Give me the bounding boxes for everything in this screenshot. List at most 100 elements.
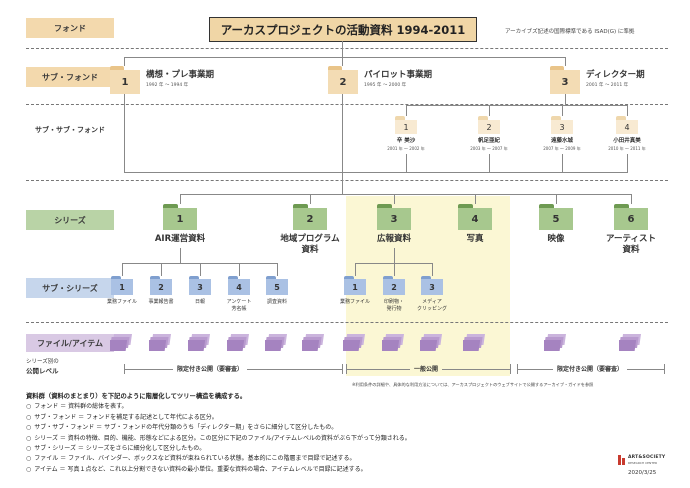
folder-tab: [328, 66, 342, 71]
folder-number: 1: [395, 120, 417, 134]
folder-number: 5: [266, 279, 288, 295]
note-text: サブ・サブ・フォンド ＝ サブ・フォンドの年代分類のうち「ディレクター期」をさら…: [34, 424, 338, 432]
notes-block: 資料群（資料のまとまり）を下記のように階層化してツリー構造を構成する。 ○フォン…: [26, 392, 411, 475]
level-label-public: シリーズ別の 公開レベル: [26, 358, 59, 376]
bullet-icon: ○: [26, 455, 32, 463]
folder-tab: [395, 116, 405, 121]
footnote: ※利用条件の詳細や、具体的な利用方法については、アーカスプロジェクトのウェブサイ…: [352, 382, 594, 387]
connector: [406, 105, 407, 116]
bullet-icon: ○: [26, 434, 32, 442]
file-stack-3: [188, 334, 210, 351]
note-text: フォンド ＝ 資料群の総体を表す。: [34, 403, 128, 411]
sub-sub-fond-name-2: 帆足亜紀: [477, 138, 500, 144]
folder-number: 2: [383, 279, 405, 295]
connector: [406, 105, 627, 106]
folder-tab: [111, 276, 121, 281]
folder-number: 1: [163, 208, 197, 230]
series-name-3: 広報資料: [376, 234, 411, 244]
folder-tab: [458, 204, 474, 209]
folder-number: 5: [539, 208, 573, 230]
series-folder-4: 4: [458, 204, 492, 230]
connector: [562, 154, 563, 172]
page-title: アーカスプロジェクトの活動資料 1994-2011: [209, 17, 477, 42]
note-item: ○シリーズ ＝ 資料の特徴、目的、機能、形態などによる区分。この区分に下記のファ…: [26, 434, 411, 444]
connector: [631, 194, 632, 204]
folder-tab: [293, 204, 309, 209]
series-name-1: AIR運営資料: [154, 234, 206, 244]
connector: [161, 263, 162, 276]
public-range-tick: [124, 364, 125, 374]
folder-tab: [614, 204, 630, 209]
connector: [394, 263, 395, 276]
file-stack-10: [463, 334, 485, 351]
folder-tab: [163, 204, 179, 209]
connector: [310, 194, 311, 204]
sub-series-folder-6: 1: [344, 276, 366, 295]
folder-tab: [539, 204, 555, 209]
note-item: ○フォンド ＝ 資料群の総体を表す。: [26, 402, 411, 412]
sub-fond-folder-3: 3: [550, 66, 580, 94]
connector: [406, 154, 407, 172]
connector: [200, 263, 201, 276]
folder-number: 3: [551, 120, 573, 134]
public-range-tick: [346, 364, 347, 374]
sub-fond-folder-1: 1: [110, 66, 140, 94]
public-range-tick: [342, 364, 343, 374]
connector: [124, 57, 125, 66]
sub-fond-title-3: ディレクター期: [586, 70, 645, 80]
connector: [124, 172, 628, 173]
sub-sub-fond-name-1: 辛 美沙: [396, 138, 416, 144]
sub-sub-fond-years-1: 2001 年 〜 2002 年: [387, 146, 425, 151]
file-stack-12: [619, 334, 641, 351]
note-text: サブ・フォンド ＝ フォンドを補足する記述として年代による区分。: [34, 413, 218, 421]
series-name-5: 映像: [547, 234, 565, 244]
sub-sub-fond-folder-4: 4: [616, 116, 638, 134]
logo-icon: [618, 455, 625, 465]
folder-number: 1: [344, 279, 366, 295]
connector: [124, 57, 565, 58]
bullet-icon: ○: [26, 424, 32, 432]
series-name-4: 写真: [466, 234, 484, 244]
note-text: サブ・シリーズ ＝ シリーズをさらに細分化して区分したもの。: [34, 445, 206, 453]
separator: [26, 180, 668, 181]
note-item: ○サブ・シリーズ ＝ シリーズをさらに細分化して区分したもの。: [26, 444, 411, 454]
date: 2020/3/25: [628, 470, 657, 476]
connector: [355, 263, 356, 276]
connector: [627, 105, 628, 116]
connector: [556, 194, 557, 204]
sub-series-name-5: 調査資料: [266, 299, 287, 305]
folder-tab: [150, 276, 160, 281]
sub-sub-fond-folder-1: 1: [395, 116, 417, 134]
connector: [394, 248, 395, 263]
public-level-limited-left: 限定付き公開（要審査）: [173, 364, 248, 373]
level-label-series: シリーズ: [26, 210, 114, 230]
series-folder-2: 2: [293, 204, 327, 230]
sub-sub-fond-years-4: 2010 年 〜 2011 年: [608, 146, 646, 151]
logo-line2: RESEARCH CENTER: [628, 461, 658, 465]
connector: [475, 194, 476, 204]
sub-series-folder-2: 2: [150, 276, 172, 295]
folder-tab: [110, 66, 124, 71]
isad-note: アーカイブズ記述の国際標準である ISAD(G) に準拠: [505, 29, 635, 35]
level-label-sub-series: サブ・シリーズ: [26, 278, 114, 298]
folder-number: 2: [293, 208, 327, 230]
sub-series-name-7: 印刷物・ 発行物: [383, 299, 404, 312]
connector: [342, 94, 343, 172]
folder-number: 1: [111, 279, 133, 295]
public-level-general: 一般公開: [410, 364, 443, 373]
connector: [124, 94, 125, 172]
folder-number: 4: [228, 279, 250, 295]
sub-series-folder-8: 3: [421, 276, 443, 295]
sub-sub-fond-folder-2: 2: [478, 116, 500, 134]
folder-number: 2: [150, 279, 172, 295]
sub-series-folder-3: 3: [189, 276, 211, 295]
note-item: ○サブ・フォンド ＝ フォンドを補足する記述として年代による区分。: [26, 413, 411, 423]
public-range-tick: [510, 364, 511, 374]
file-stack-7: [343, 334, 365, 351]
sub-fond-years-2: 1995 年 〜 2000 年: [364, 83, 407, 88]
connector: [342, 41, 343, 57]
file-stack-2: [149, 334, 171, 351]
connector: [394, 194, 395, 204]
sub-fond-title-2: パイロット事業期: [364, 70, 433, 80]
bullet-icon: ○: [26, 403, 32, 411]
